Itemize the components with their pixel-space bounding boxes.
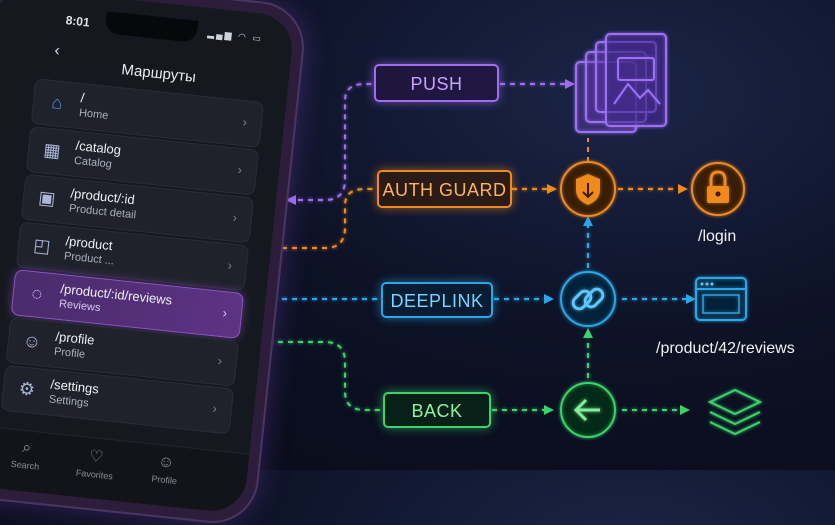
user-icon: ☺ (21, 330, 43, 353)
battery-icon: ▭ (251, 32, 264, 44)
wifi-icon: ◠ (237, 31, 249, 43)
chevron-right-icon: › (241, 114, 248, 130)
route-name: Settings (48, 393, 90, 410)
deeplink-route-caption: /product/42/reviews (656, 340, 795, 357)
chevron-right-icon: › (236, 161, 243, 178)
status-time: 8:01 (65, 13, 91, 30)
deeplink-label: DEEPLINK (381, 282, 493, 318)
tab-bar: ⌕ Search ♡ Favorites ☺ Profile (0, 422, 250, 515)
status-icons: ▂▄▆ ◠ ▭ (207, 28, 263, 45)
chevron-right-icon: › (216, 352, 223, 369)
phone-notch (104, 11, 199, 43)
route-list: ⌂ / Home › ▦ /catalog Catalog › ▣ /produ… (0, 78, 265, 436)
back-arrow-icon (560, 382, 616, 438)
route-name: Catalog (73, 154, 113, 171)
tab-profile[interactable]: ☺ Profile (134, 451, 197, 488)
route-name: Home (78, 107, 109, 123)
auth-guard-label: AUTH GUARD (377, 170, 512, 208)
routing-scene: PUSH AUTH GUARD DEEPLINK BACK /login /pr… (0, 0, 795, 525)
grid-icon: ▦ (42, 139, 62, 162)
tab-label: Profile (150, 473, 178, 487)
route-name: Reviews (58, 297, 102, 315)
chevron-right-icon: › (211, 400, 218, 416)
box-icon: ▣ (37, 187, 57, 209)
chevron-right-icon: › (226, 257, 233, 273)
login-route-caption: /login (698, 228, 737, 245)
chat-icon: ◌ (30, 283, 44, 305)
signal-icon: ▂▄▆ (207, 27, 235, 41)
shield-icon (560, 161, 616, 217)
route-path: / (79, 90, 86, 106)
chevron-right-icon: › (231, 209, 238, 226)
chevron-right-icon: › (221, 305, 228, 321)
screen-stack-icon (575, 33, 667, 133)
flow-connectors (252, 33, 763, 438)
lock-icon (691, 162, 745, 216)
tab-search[interactable]: ⌕ Search (0, 436, 58, 473)
heart-icon: ♡ (88, 447, 105, 467)
browser-window-icon (695, 277, 747, 321)
route-name: Profile (53, 345, 86, 361)
user-icon: ☺ (157, 453, 176, 472)
tab-favorites[interactable]: ♡ Favorites (64, 444, 127, 483)
back-label: BACK (383, 392, 491, 428)
route-path: /profile (54, 328, 96, 348)
phone-screen: 8:01 ▂▄▆ ◠ ▭ ‹ Маршруты ⌂ / Home › ▦ /ca… (0, 0, 296, 515)
bag-icon: ◰ (32, 234, 52, 257)
gear-icon: ⚙ (17, 378, 37, 400)
link-icon (560, 271, 616, 327)
search-icon: ⌕ (21, 438, 33, 457)
push-label: PUSH (374, 64, 499, 102)
home-icon: ⌂ (50, 92, 64, 114)
layers-icon (707, 388, 763, 436)
route-name: Product ... (63, 250, 115, 268)
